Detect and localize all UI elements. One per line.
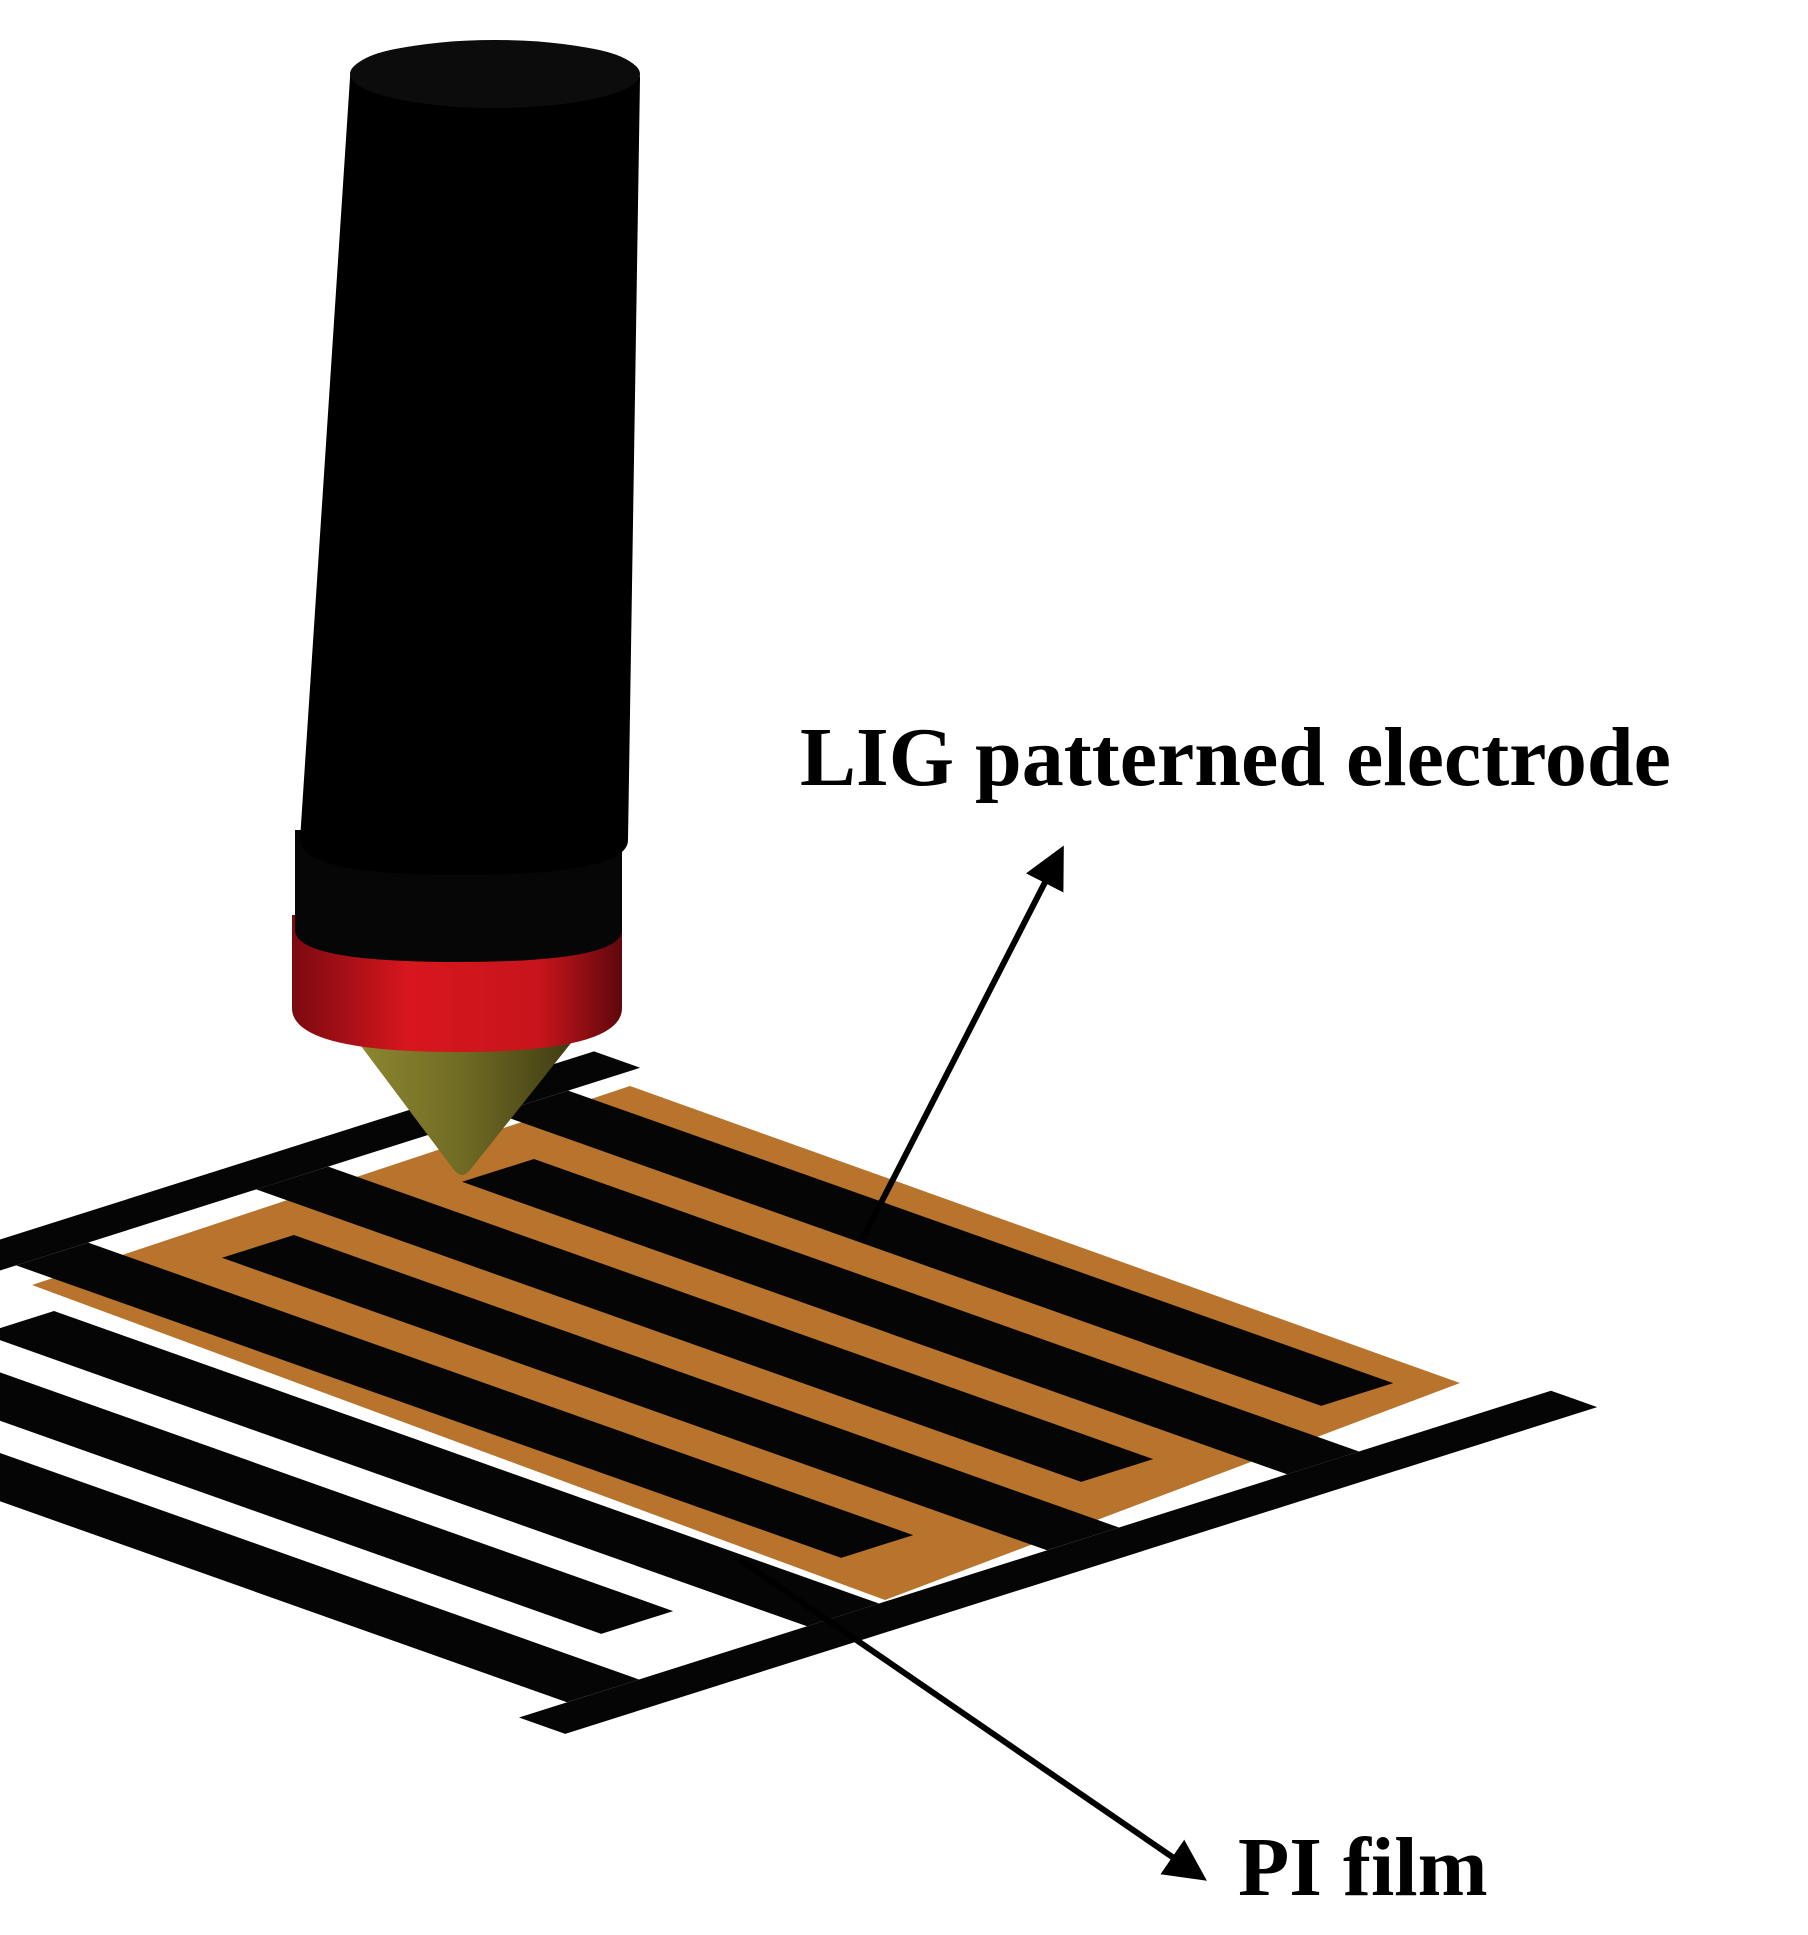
electrode-finger (221, 1235, 1119, 1551)
arrow-icon (859, 845, 1064, 1242)
electrode-label: LIG patterned electrode (800, 711, 1671, 804)
electrode-finger (496, 1090, 1394, 1406)
laser-tip (355, 1038, 575, 1175)
film-label: PI film (1238, 1821, 1488, 1914)
electrode-finger (0, 1318, 674, 1634)
laser-head-icon (292, 40, 640, 1175)
lig-electrode (0, 1051, 1598, 1734)
electrode-comb-a (0, 1051, 641, 1395)
electrode-comb-b (518, 1390, 1598, 1734)
electrode-finger (461, 1159, 1359, 1475)
electrode-finger (0, 1311, 879, 1627)
laser-body (300, 42, 640, 875)
laser-top-cap (350, 40, 640, 108)
electrode-finger (0, 1387, 639, 1703)
electrode-finger (16, 1242, 914, 1558)
arrow-icon (738, 1557, 1207, 1881)
electrode-finger (256, 1166, 1154, 1482)
